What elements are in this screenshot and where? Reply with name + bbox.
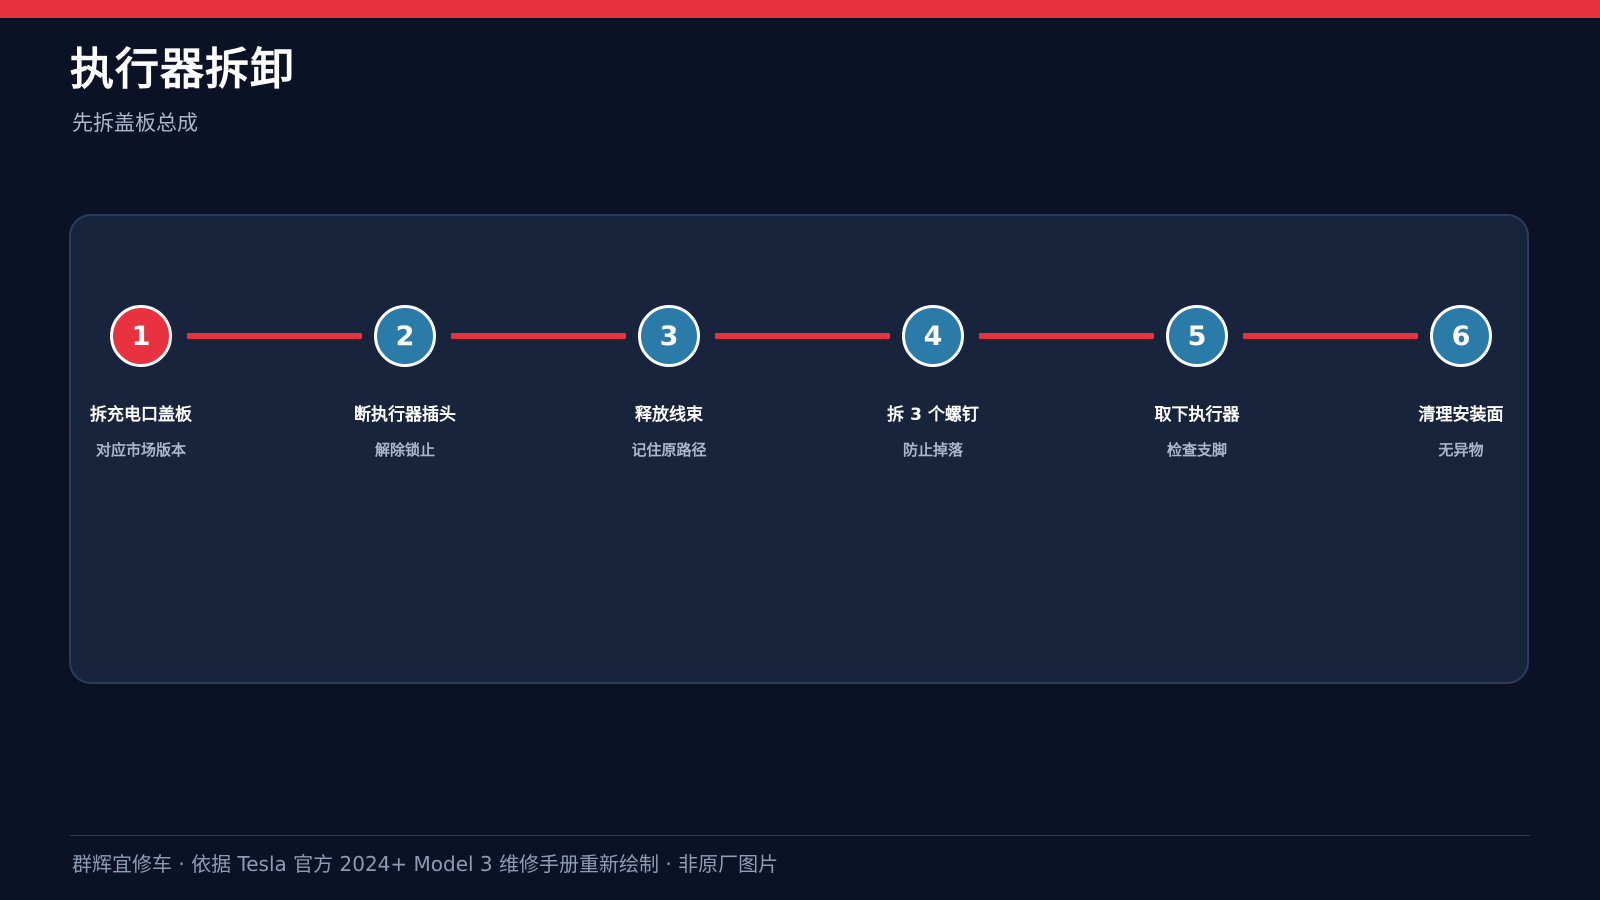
- page-title: 执行器拆卸: [70, 44, 295, 95]
- step-connector-2-3: [451, 333, 626, 339]
- step-connector-1-2: [187, 333, 362, 339]
- step-description: 对应市场版本: [95, 441, 186, 459]
- step-2[interactable]: 2 断执行器插头 解除锁止: [305, 305, 505, 460]
- step-title: 拆 3 个螺钉: [887, 405, 979, 425]
- step-connector-5-6: [1243, 333, 1418, 339]
- step-number-circle: 6: [1430, 305, 1492, 367]
- page-subtitle: 先拆盖板总成: [72, 111, 198, 135]
- step-title: 清理安装面: [1418, 405, 1504, 425]
- step-5[interactable]: 5 取下执行器 检查支脚: [1097, 305, 1297, 460]
- step-description: 防止掉落: [902, 441, 963, 459]
- step-6[interactable]: 6 清理安装面 无异物: [1361, 305, 1561, 460]
- step-title: 断执行器插头: [354, 405, 456, 425]
- step-number-circle: 4: [902, 305, 964, 367]
- step-number-circle: 3: [638, 305, 700, 367]
- top-accent-bar: [0, 0, 1600, 18]
- step-number-circle: 1: [110, 305, 172, 367]
- step-description: 检查支脚: [1166, 441, 1227, 459]
- step-title: 释放线束: [635, 405, 703, 425]
- step-1[interactable]: 1 拆充电口盖板 对应市场版本: [41, 305, 241, 460]
- step-connector-3-4: [715, 333, 890, 339]
- step-description: 记住原路径: [631, 441, 707, 459]
- step-description: 解除锁止: [374, 441, 435, 459]
- footer-credits: 群辉宜修车 · 依据 Tesla 官方 2024+ Model 3 维修手册重新…: [72, 852, 779, 876]
- step-description: 无异物: [1438, 441, 1484, 459]
- step-connector-4-5: [979, 333, 1154, 339]
- step-number-circle: 2: [374, 305, 436, 367]
- step-title: 拆充电口盖板: [90, 405, 192, 425]
- footer-divider: [70, 835, 1530, 836]
- steps-panel: 1 拆充电口盖板 对应市场版本 2 断执行器插头 解除锁止 3 释放线束 记住原…: [69, 214, 1529, 684]
- step-3[interactable]: 3 释放线束 记住原路径: [569, 305, 769, 460]
- step-4[interactable]: 4 拆 3 个螺钉 防止掉落: [833, 305, 1033, 460]
- step-title: 取下执行器: [1154, 405, 1240, 425]
- step-number-circle: 5: [1166, 305, 1228, 367]
